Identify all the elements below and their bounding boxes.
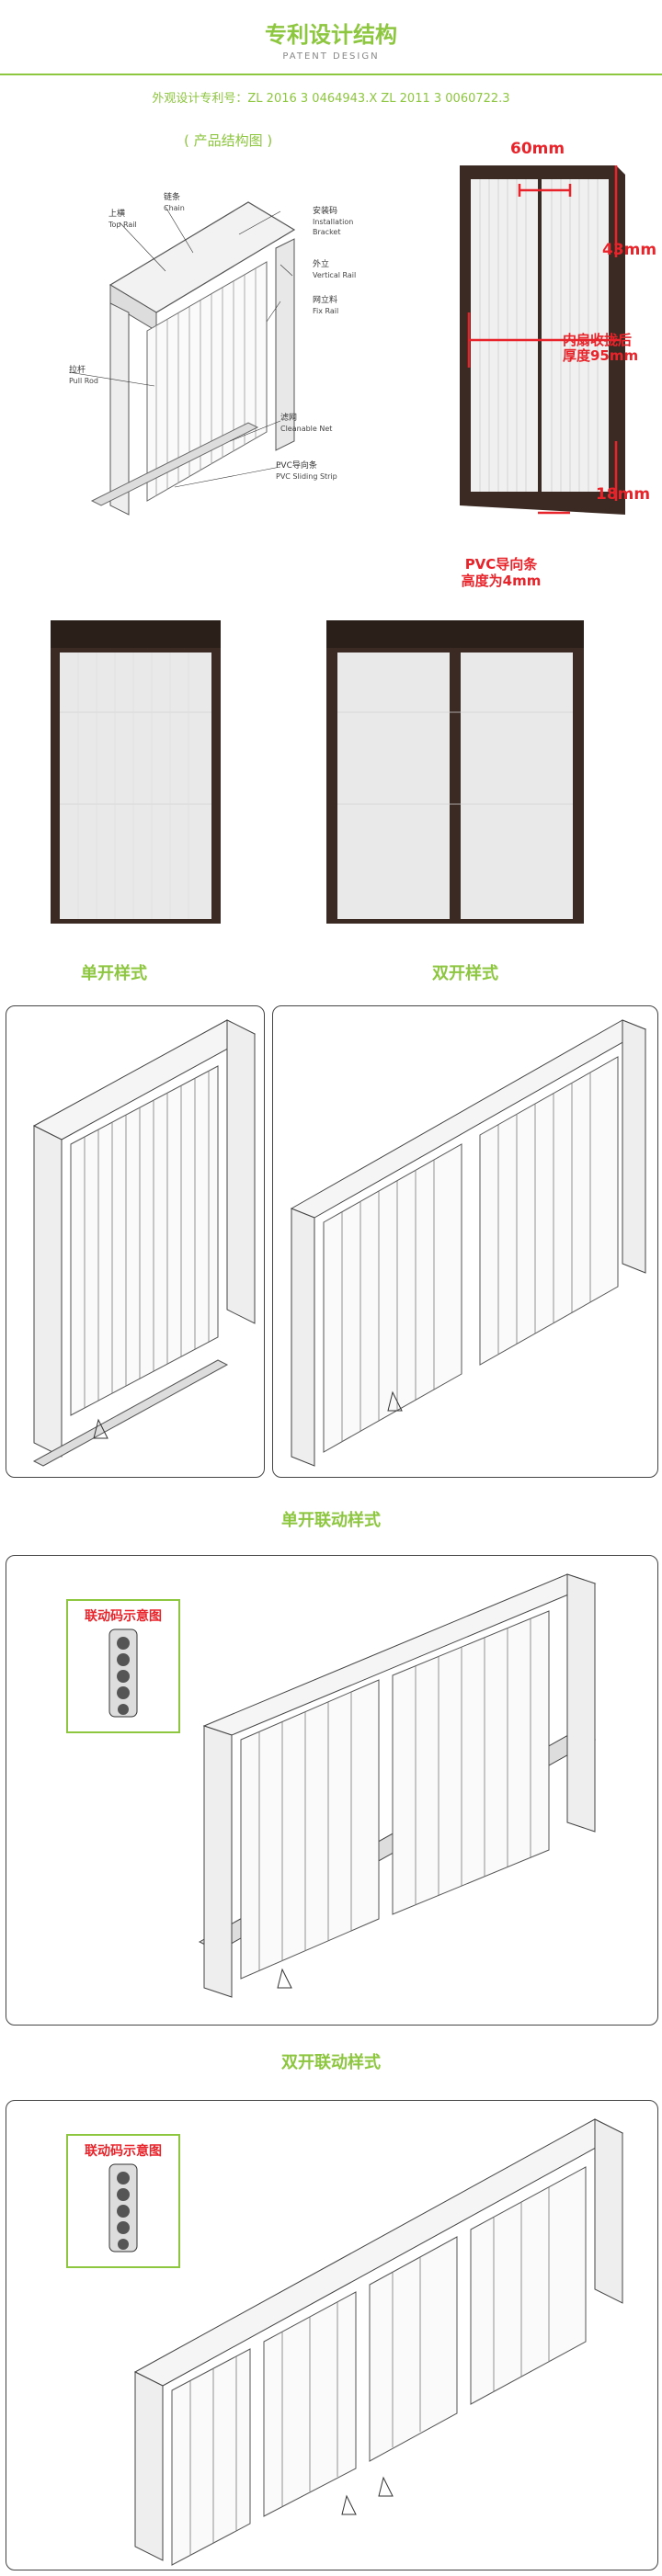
- linkage-bracket-icon: [108, 1628, 138, 1718]
- dim-top-width: 60mm: [510, 140, 565, 158]
- page-title: 专利设计结构: [265, 22, 397, 48]
- panel-double: [272, 1005, 658, 1478]
- heading-double: 双开样式: [432, 964, 498, 983]
- header-divider: [0, 74, 662, 75]
- panel-double-linked: [6, 2100, 658, 2570]
- heading-single: 单开样式: [81, 964, 147, 983]
- heading-single-linked: 单开联动样式: [281, 1511, 381, 1530]
- legend-title: 联动码示意图: [85, 2144, 162, 2159]
- legend-single-linked: 联动码示意图: [66, 1599, 180, 1733]
- page-subtitle: PATENT DESIGN: [282, 51, 380, 62]
- dimension-door: [460, 165, 625, 515]
- double-door-photo: [326, 620, 584, 924]
- dim-side: 43mm: [602, 241, 657, 259]
- patent-numbers: 外观设计专利号：ZL 2016 3 0464943.X ZL 2011 3 00…: [152, 92, 510, 106]
- dim-bottom: 18mm: [596, 485, 651, 504]
- legend-title: 联动码示意图: [85, 1609, 162, 1624]
- structure-caption: ( 产品结构图 ): [184, 132, 273, 149]
- linkage-bracket-icon: [108, 2163, 138, 2253]
- heading-double-linked: 双开联动样式: [281, 2053, 381, 2072]
- dim-inner-thickness: 内扇收拢后 厚度95mm: [563, 332, 639, 364]
- panel-single: [6, 1005, 265, 1478]
- legend-double-linked: 联动码示意图: [66, 2134, 180, 2268]
- single-door-photo: [51, 620, 221, 924]
- dim-pvc-height: PVC导向条 高度为4mm: [461, 556, 542, 589]
- structure-diagram: [68, 201, 296, 516]
